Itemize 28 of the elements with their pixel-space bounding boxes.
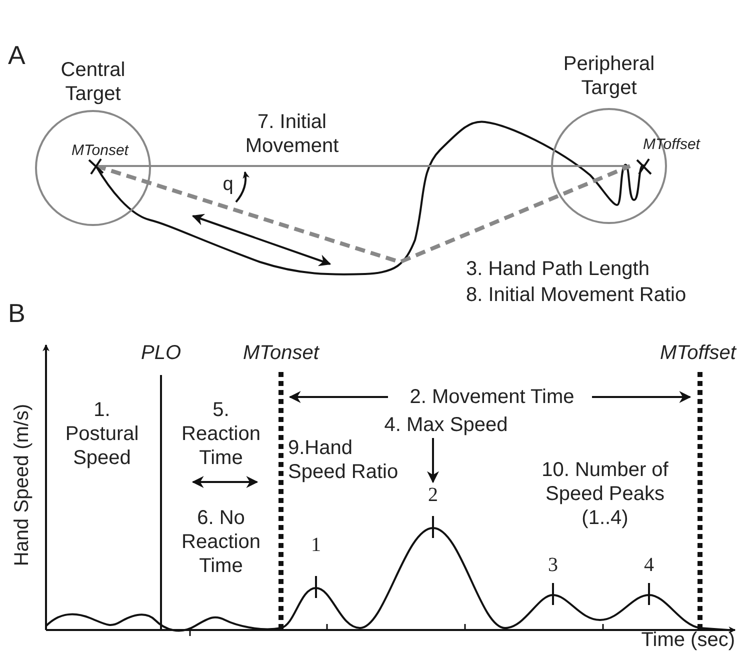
hand-path-curve <box>95 121 645 276</box>
measure-label: 9.Hand Speed Ratio <box>288 436 400 484</box>
axis-title: Hand Speed (m/s) <box>10 402 34 568</box>
angle-symbol: q <box>222 174 234 197</box>
measure-label: 1. Postural Speed <box>64 398 140 470</box>
event-label: MToffset <box>659 341 736 365</box>
measure-label: 2. Movement Time <box>408 385 576 409</box>
measure-label: 4. Max Speed <box>376 413 516 437</box>
event-label: MTonset <box>242 341 320 365</box>
measure-label: 7. Initial Movement <box>244 110 340 158</box>
peak-number: 2 <box>423 483 443 507</box>
measure-label: 6. No Reaction Time <box>180 506 262 578</box>
axis-title: Time (sec) <box>640 628 735 652</box>
peak-number: 3 <box>547 553 559 577</box>
measure-label: 8. Initial Movement Ratio <box>466 283 688 307</box>
event-label: MToffset <box>643 136 702 154</box>
event-label: MTonset <box>70 142 130 160</box>
panel-letter: A <box>8 40 26 72</box>
target-label: Peripheral Target <box>562 52 656 100</box>
arrow <box>427 438 439 484</box>
event-label: PLO <box>140 341 182 365</box>
target-label: Central Target <box>60 58 126 106</box>
measure-label: 10. Number of Speed Peaks (1..4) <box>540 458 670 530</box>
panel-letter: B <box>8 298 26 330</box>
measure-label: 5. Reaction Time <box>180 398 262 470</box>
peak-number: 4 <box>643 553 655 577</box>
peak-number: 1 <box>310 533 322 557</box>
measure-label: 3. Hand Path Length <box>466 257 650 281</box>
